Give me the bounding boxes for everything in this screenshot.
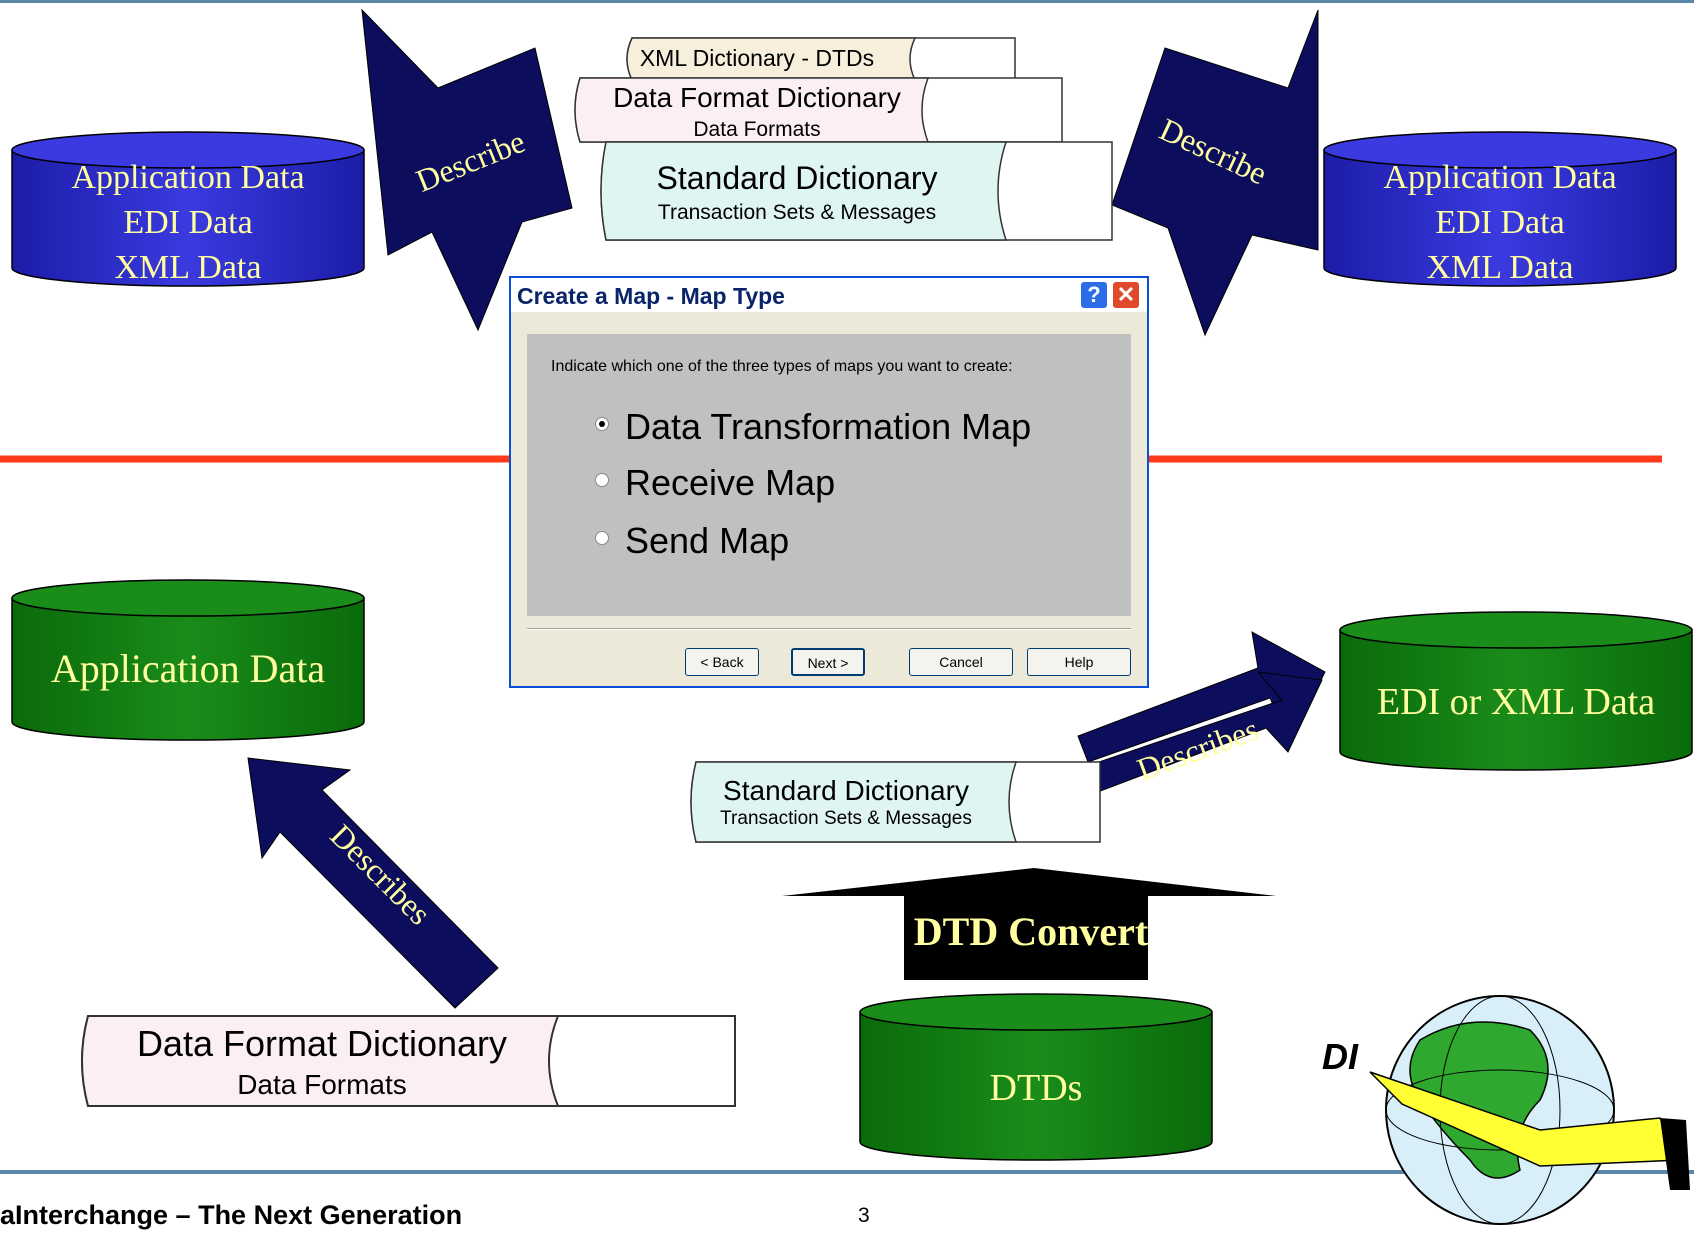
- book-dataformat-title: Data Format Dictionary: [613, 82, 901, 113]
- cylinder-edi-xml: EDI or XML Data: [1339, 611, 1693, 771]
- radio-send-map[interactable]: [595, 531, 609, 545]
- arrow-dtd-convert: DTD Convert: [782, 868, 1276, 980]
- back-button[interactable]: < Back: [685, 648, 759, 676]
- dialog-options-panel: [527, 334, 1131, 616]
- book-standard-sub: Transaction Sets & Messages: [658, 201, 936, 224]
- page-number: 3: [858, 1204, 870, 1227]
- radio-data-transformation-map[interactable]: [595, 417, 609, 431]
- book-dataformat-bottom-sub: Data Formats: [237, 1069, 407, 1100]
- dialog-prompt: Indicate which one of the three types of…: [551, 358, 1013, 375]
- next-button[interactable]: Next >: [791, 648, 865, 676]
- book-stack-top: XML Dictionary - DTDs Data Format Dictio…: [574, 37, 1113, 241]
- footer-title: aInterchange – The Next Generation: [0, 1200, 463, 1230]
- radio-selected-dot: [599, 421, 605, 427]
- cyl-left-line-2: EDI Data: [123, 204, 252, 241]
- option-label: Data Transformation Map: [625, 406, 1032, 447]
- option-label: Receive Map: [625, 462, 836, 503]
- dialog-title-bar[interactable]: Create a Map - Map Type ? ✕: [511, 278, 1147, 312]
- globe-logo: [1369, 995, 1690, 1225]
- close-icon[interactable]: ✕: [1112, 281, 1140, 309]
- dialog-separator: [527, 628, 1131, 630]
- help-button[interactable]: Help: [1027, 648, 1131, 676]
- book-dataformat-sub: Data Formats: [693, 118, 820, 141]
- help-icon[interactable]: ?: [1080, 281, 1108, 309]
- cylinder-dtds: DTDs: [859, 993, 1213, 1161]
- dtd-convert-label: DTD Convert: [914, 909, 1149, 954]
- book-dataformat-bottom: Data Format Dictionary Data Formats: [81, 1015, 736, 1107]
- top-rule: [0, 0, 1694, 3]
- radio-receive-map[interactable]: [595, 473, 609, 487]
- arrow-describe-left: Describe: [361, 8, 573, 332]
- book-standard-bottom: Standard Dictionary Transaction Sets & M…: [690, 761, 1101, 843]
- cyl-right-line-3: XML Data: [1427, 249, 1574, 286]
- cyl-dtds-label: DTDs: [990, 1067, 1083, 1109]
- option-label: Send Map: [625, 520, 790, 561]
- cyl-right-line-2: EDI Data: [1435, 204, 1564, 241]
- cyl-application-data-label: Application Data: [51, 646, 326, 691]
- arrow-describe-right: Describe: [1111, 9, 1319, 337]
- book-standard-bottom-title: Standard Dictionary: [723, 775, 969, 806]
- cyl-left-line-1: Application Data: [71, 159, 304, 196]
- cyl-right-line-1: Application Data: [1383, 159, 1616, 196]
- cyl-edi-xml-label: EDI or XML Data: [1377, 681, 1655, 723]
- book-xml-title: XML Dictionary - DTDs: [640, 45, 874, 71]
- cyl-left-line-3: XML Data: [115, 249, 262, 286]
- dialog-title: Create a Map - Map Type: [517, 283, 785, 309]
- book-dataformat-bottom-title: Data Format Dictionary: [137, 1023, 507, 1064]
- cylinder-right-top: Application Data EDI Data XML Data: [1323, 131, 1677, 287]
- book-standard-bottom-sub: Transaction Sets & Messages: [720, 808, 972, 829]
- book-standard-title: Standard Dictionary: [656, 160, 937, 196]
- arrow-describes-left: Describes: [247, 757, 499, 1009]
- create-map-dialog: Create a Map - Map Type ? ✕ Indicate whi…: [509, 276, 1149, 688]
- cylinder-application-data: Application Data: [11, 579, 365, 741]
- cancel-button[interactable]: Cancel: [909, 648, 1013, 676]
- logo-letters: DI: [1322, 1036, 1358, 1077]
- cylinder-left-top: Application Data EDI Data XML Data: [11, 131, 365, 287]
- bottom-rule: [0, 1170, 1694, 1174]
